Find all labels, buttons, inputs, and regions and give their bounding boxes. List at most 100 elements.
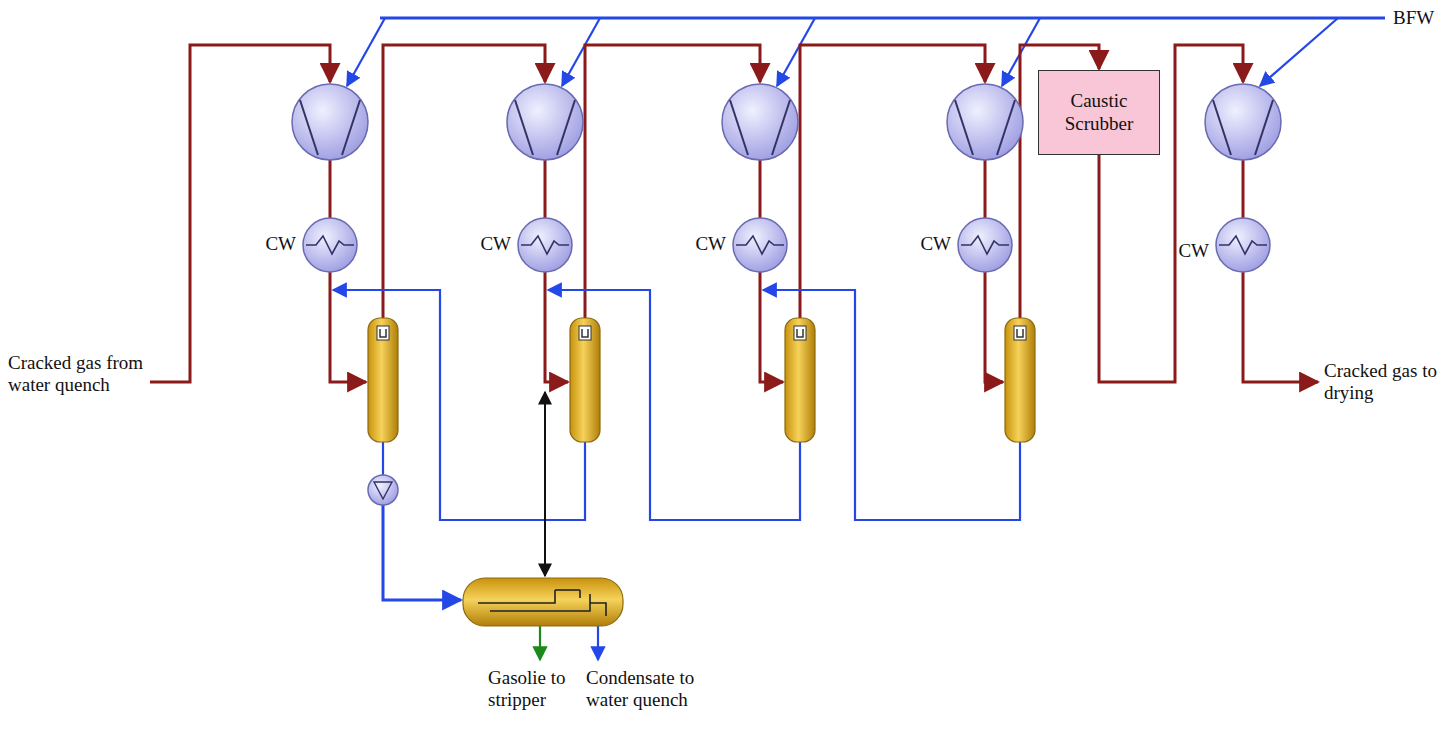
compressor-stroke [772, 100, 790, 155]
three-phase-separator [463, 578, 623, 626]
cooling-water-label: CW [915, 233, 951, 255]
compressor-body [507, 84, 583, 160]
compressor-stroke [1255, 100, 1273, 155]
cooler-outlet-line [760, 272, 783, 382]
compressor-stroke [515, 100, 533, 155]
bfw-injection-line [777, 18, 815, 86]
cooler-coil [306, 236, 354, 254]
separator-internal [478, 590, 555, 603]
bfw-header [380, 17, 1385, 20]
drum-vapour-line [800, 45, 985, 318]
separator-internal [590, 603, 606, 616]
compressor-stroke [1213, 100, 1231, 155]
demister-symbol [1014, 326, 1026, 340]
compressor-symbol [947, 84, 1023, 160]
compressor-stroke [300, 100, 318, 155]
compressor-discharge-line [329, 160, 332, 218]
cooler-outlet-line [985, 272, 1003, 382]
compressor-symbol [292, 84, 368, 160]
stream-label: BFW [1393, 7, 1445, 29]
cooler-coil [1219, 236, 1267, 254]
compressor-body [947, 84, 1023, 160]
demister-symbol [579, 326, 591, 340]
cooler-symbol [733, 218, 787, 272]
separator-internal [555, 589, 580, 591]
compressor-stroke [557, 100, 575, 155]
pump-symbol [368, 475, 398, 505]
cooling-water-label: CW [690, 233, 726, 255]
drum-drain-line [382, 442, 384, 475]
demister-mark [1017, 329, 1023, 337]
stream-label: Condensate to water quench [586, 667, 736, 711]
compressor-symbol [507, 84, 583, 160]
compressor-discharge-line [1242, 160, 1245, 218]
demister-mark [797, 329, 803, 337]
bfw-injection-line [562, 18, 600, 86]
bfw-injection-line [1260, 18, 1338, 86]
compressor-body [292, 84, 368, 160]
drum-vapour-line [585, 45, 760, 318]
condensate-outlet-line [597, 626, 599, 660]
compressor-stroke [342, 100, 360, 155]
gasoline-outlet-line [539, 626, 541, 660]
knockout-drum [785, 318, 815, 442]
demister-symbol [377, 326, 389, 340]
separator-internal [490, 594, 590, 611]
cooler-symbol [958, 218, 1012, 272]
pump-mark [374, 482, 392, 499]
compressor-stroke [730, 100, 748, 155]
compressor-body [1205, 84, 1281, 160]
cooler-body [303, 218, 357, 272]
stream-label: Gasolie to stripper [488, 667, 580, 711]
scrubber-box: Caustic Scrubber [1038, 70, 1160, 155]
separator-shell [463, 578, 623, 626]
bfw-injection-line [347, 18, 385, 86]
cooler-body [518, 218, 572, 272]
cooler-coil [736, 236, 784, 254]
pump-discharge-line [383, 505, 461, 600]
drum-shell [570, 318, 600, 442]
stream-label: Cracked gas to drying [1324, 360, 1442, 404]
condensate-return-line [548, 290, 800, 520]
condensate-return-line [333, 290, 585, 520]
cooler-coil [961, 236, 1009, 254]
cooler-body [958, 218, 1012, 272]
knockout-drum [368, 318, 398, 442]
compressor-stroke [955, 100, 973, 155]
cooler-symbol [1216, 218, 1270, 272]
demister-mark [582, 329, 588, 337]
demister-mark [380, 329, 386, 337]
compressor-body [722, 84, 798, 160]
cooling-water-label: CW [260, 233, 296, 255]
compressor-discharge-line [544, 160, 547, 218]
cooler-body [733, 218, 787, 272]
cooler-symbol [518, 218, 572, 272]
cooler-outlet-line [545, 272, 568, 382]
separator-vapour-line [544, 392, 546, 576]
drum-vapour-line [383, 45, 545, 318]
cooler-body [1216, 218, 1270, 272]
node-text: Caustic Scrubber [1045, 90, 1153, 136]
compressor-discharge-line [984, 160, 987, 218]
separator-internal [579, 590, 581, 598]
compressor-discharge-line [759, 160, 762, 218]
compressor-symbol [722, 84, 798, 160]
cracked-gas-outlet-line [1243, 272, 1318, 382]
drum-shell [1005, 318, 1035, 442]
pump-body [368, 475, 398, 505]
cooler-symbol [303, 218, 357, 272]
cooler-outlet-line [330, 272, 366, 382]
cooling-water-label: CW [1173, 240, 1209, 262]
knockout-drum [1005, 318, 1035, 442]
knockout-drum [570, 318, 600, 442]
drum-shell [368, 318, 398, 442]
condensate-return-line [763, 290, 1020, 520]
compressor-stroke [997, 100, 1015, 155]
cooling-water-label: CW [475, 233, 511, 255]
stream-label: Cracked gas from water quench [8, 352, 144, 396]
compressor-symbol [1205, 84, 1281, 160]
drum-shell [785, 318, 815, 442]
cooler-coil [521, 236, 569, 254]
